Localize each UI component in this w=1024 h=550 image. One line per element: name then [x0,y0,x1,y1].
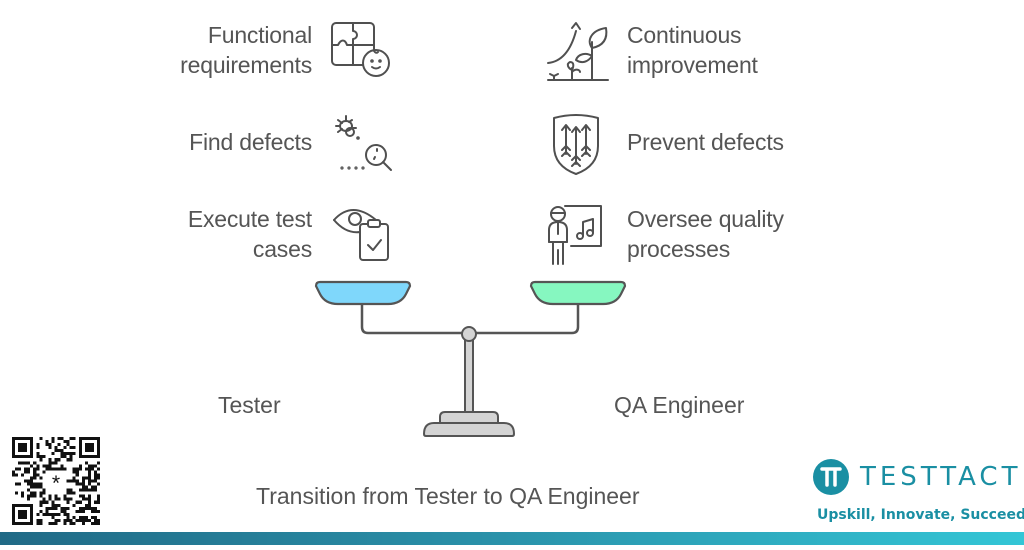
label-line-1: Execute test [187,206,312,232]
right-pan-qa-engineer [529,280,627,306]
label-line-1: Prevent defects [627,129,784,155]
label-line-1: Continuous [627,22,742,48]
label-line-1: Oversee quality [627,206,784,232]
growing-plant-icon [544,18,614,84]
diagram-title: Transition from Tester to QA Engineer [256,483,640,509]
footer-gradient-bar [0,532,1024,545]
role-label-qa-engineer: QA Engineer [614,392,745,418]
role-label-tester: Tester [218,392,281,418]
item-continuous-improvement-label: Continuous improvement [627,20,867,80]
label-line-2: processes [627,236,731,262]
item-execute-test-cases-label: Execute test cases [112,204,312,264]
label-line-1: Functional [207,22,312,48]
brand-name: TESTTACTIX [860,462,1024,492]
eye-clipboard-icon [330,200,400,266]
label-line-2: improvement [627,52,758,78]
brand-logo-icon [812,458,850,501]
label-line-1: Find defects [189,129,312,155]
label-line-2: requirements [180,52,312,78]
qr-code-icon: * [12,437,100,525]
item-prevent-defects-label: Prevent defects [627,127,867,157]
label-line-2: cases [252,236,312,262]
left-pan-tester [314,280,412,306]
item-find-defects-label: Find defects [112,127,312,157]
item-oversee-quality-processes-label: Oversee quality processes [627,204,867,264]
shield-arrows-icon [548,112,608,178]
scale-pillar [464,339,474,413]
scale-pivot [461,326,477,342]
brand-tagline: Upskill, Innovate, Succeed [817,507,1024,523]
bug-search-icon [328,112,398,174]
presenter-board-icon [545,200,615,270]
scale-base-bottom [422,422,516,437]
scale-base-top [439,411,499,424]
svg-text:*: * [52,471,60,495]
puzzle-face-icon [328,20,398,82]
item-functional-requirements-label: Functional requirements [112,20,312,80]
